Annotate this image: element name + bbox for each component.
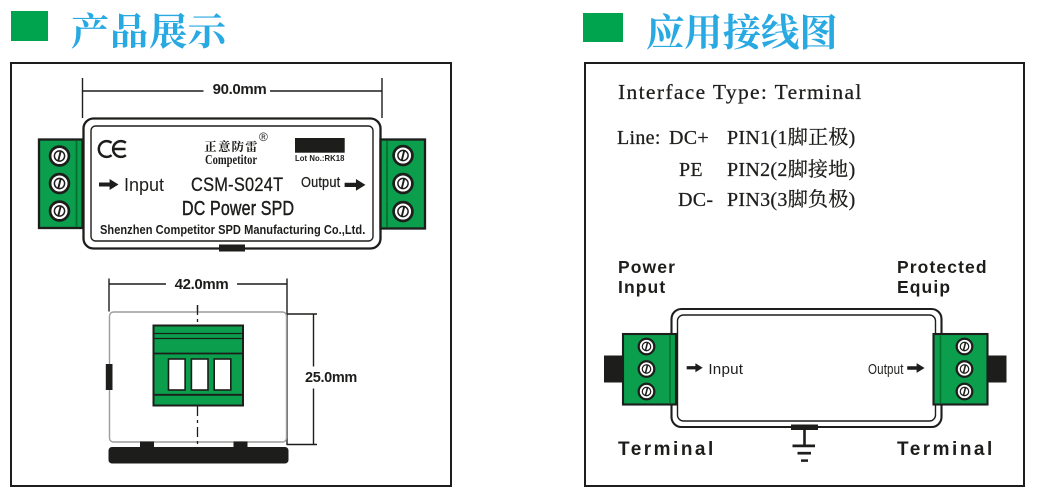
side-notch: [105, 364, 113, 390]
top-view-terminal-left: [37, 138, 84, 230]
ce-mark-icon: [97, 139, 127, 159]
screw-icon: [392, 144, 414, 167]
top-view-drawing: [37, 78, 427, 252]
model-number: CSM-S024T: [191, 173, 284, 196]
left-section-title: 产品展示: [71, 2, 227, 57]
screw-icon: [48, 172, 71, 195]
screw-icon: [48, 145, 71, 167]
left-section-bullet-square: [11, 11, 48, 41]
manufacturer-line: Shenzhen Competitor SPD Manufacturing Co…: [100, 221, 366, 237]
width-dim-42mm-label: 42.0mm: [174, 276, 229, 293]
din-rail-mount: [108, 441, 289, 464]
right-section-bullet-square: [583, 13, 623, 42]
wiring-input-label: Input: [708, 361, 744, 379]
screw-icon: [637, 360, 656, 378]
end-view-terminal-block: [152, 324, 244, 407]
pin-line-2-signal: PE: [679, 159, 703, 181]
registered-trademark: ®: [259, 129, 268, 144]
lot-number-label: Lot No.:RK18: [294, 153, 344, 163]
brand-chinese: 正意防雷: [204, 136, 259, 155]
terminal-label-left: Terminal: [618, 439, 716, 460]
screw-icon: [392, 200, 414, 223]
ground-symbol-icon: [791, 424, 818, 462]
wiring-terminal-right: [932, 332, 989, 406]
product-name: DC Power SPD: [182, 197, 295, 220]
wiring-drawing: [604, 307, 1007, 462]
screw-icon: [637, 337, 656, 356]
protected-equip-label-line1: Protected: [897, 256, 988, 277]
screw-icon: [955, 382, 974, 401]
width-dim-90mm-label: 90.0mm: [212, 81, 267, 98]
din-clip: [219, 244, 245, 252]
pin-line-3-signal: DC-: [678, 189, 714, 211]
pin-line-1-pin: PIN1(1脚正极): [727, 127, 856, 149]
pin-line-1-prefix: Line:: [617, 127, 661, 149]
protected-equip-label-line2: Equip: [897, 276, 952, 297]
screw-icon: [955, 360, 974, 378]
height-dim-25mm-label: 25.0mm: [305, 369, 357, 386]
screw-icon: [637, 382, 656, 401]
end-view-drawing: [105, 278, 317, 464]
screw-icon: [48, 200, 71, 222]
width-dimension-90mm: [81, 78, 383, 118]
screw-icon: [392, 172, 414, 195]
screw-icon: [955, 337, 974, 356]
top-view-terminal-right: [379, 138, 427, 230]
brand-english: Competitor: [205, 152, 258, 167]
wiring-terminal-left: [621, 332, 678, 406]
power-input-label-line2: Input: [618, 276, 667, 297]
top-output-label: Output: [300, 173, 341, 191]
top-input-label: Input: [124, 175, 165, 195]
power-input-label-line1: Power: [618, 256, 677, 277]
lot-number-box: [295, 138, 345, 153]
interface-type-line: Interface Type: Terminal: [618, 79, 863, 104]
wiring-stub-left: [604, 355, 624, 383]
pin-line-3-pin: PIN3(3脚负极): [727, 189, 856, 211]
pin-line-2-pin: PIN2(2脚接地): [727, 159, 856, 181]
terminal-label-right: Terminal: [897, 439, 995, 460]
wiring-stub-right: [987, 355, 1007, 383]
right-section-title: 应用接线图: [646, 3, 838, 58]
pin-line-1-signal: DC+: [669, 127, 709, 149]
wiring-output-label: Output: [867, 361, 904, 379]
height-dimension-25mm: [287, 313, 317, 446]
